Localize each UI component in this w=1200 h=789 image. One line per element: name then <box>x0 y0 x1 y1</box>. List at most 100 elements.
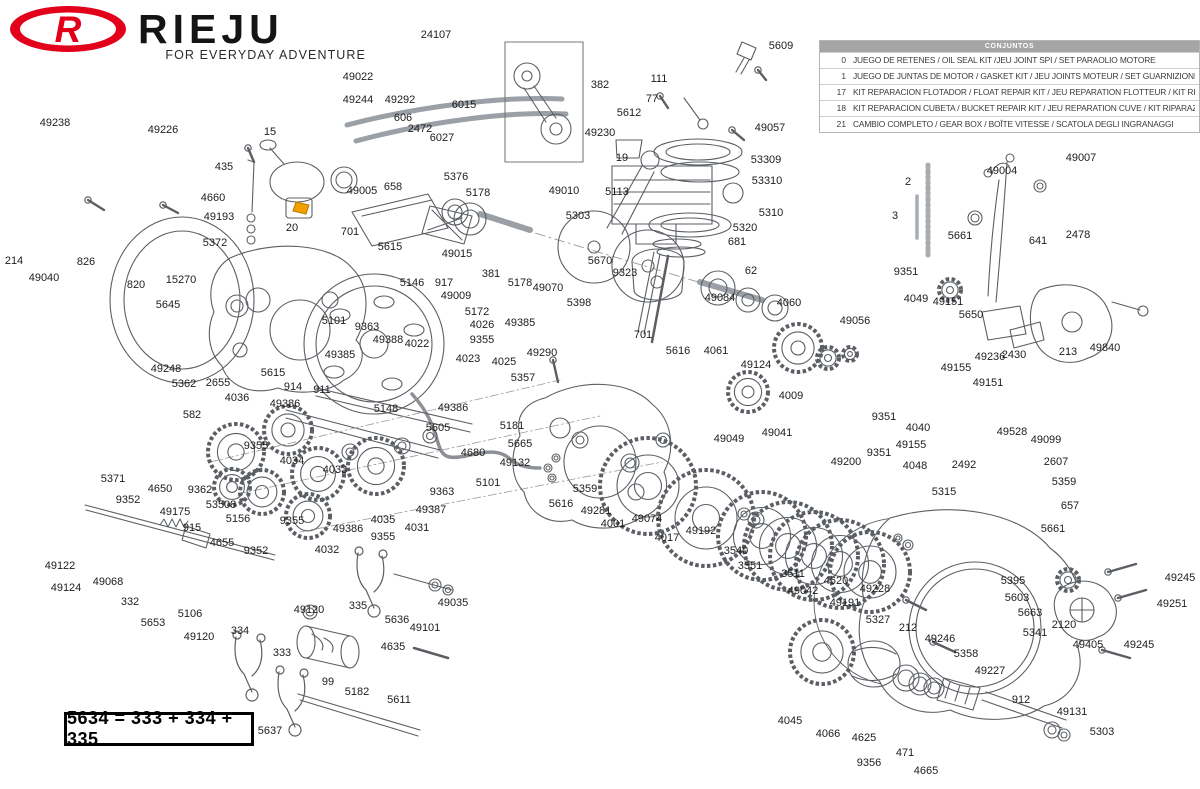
part-number-label: 4660 <box>200 192 226 204</box>
part-number-label: 5148 <box>373 403 399 415</box>
part-number-label: 49175 <box>159 506 191 518</box>
part-number-label: 49192 <box>685 525 717 537</box>
part-number-label: 435 <box>214 161 234 173</box>
part-number-label: 5615 <box>260 367 286 379</box>
part-number-label: 49056 <box>839 315 871 327</box>
part-number-label: 5661 <box>947 230 973 242</box>
kit-description: KIT REPARACION CUBETA / BUCKET REPAIR KI… <box>853 103 1195 113</box>
part-number-label: 912 <box>1011 694 1031 706</box>
part-number-label: 5113 <box>605 186 629 198</box>
part-number-label: 49386 <box>437 402 469 414</box>
part-number-label: 49049 <box>713 433 745 445</box>
part-number-label: 4049 <box>903 293 929 305</box>
part-number-label: 657 <box>1060 500 1080 512</box>
part-number-label: 5101 <box>475 477 501 489</box>
part-number-label: 5376 <box>443 171 469 183</box>
part-number-label: 49004 <box>986 165 1018 177</box>
part-number-label: 2478 <box>1065 229 1091 241</box>
part-number-label: 6027 <box>429 132 455 144</box>
part-number-label: 5615 <box>377 241 403 253</box>
part-number-label: 5327 <box>865 614 891 626</box>
part-number-label: 4650 <box>147 483 173 495</box>
part-number-label: 49385 <box>504 317 536 329</box>
part-number-label: 5605 <box>425 422 451 434</box>
part-number-label: 49193 <box>203 211 235 223</box>
part-number-label: 49040 <box>28 272 60 284</box>
part-number-label: 9363 <box>354 321 380 333</box>
part-number-label: 5609 <box>768 40 794 52</box>
part-number-label: 49386 <box>332 523 364 535</box>
part-number-label: 335 <box>348 600 368 612</box>
part-number-label: 2655 <box>205 377 231 389</box>
part-number-label: 4033 <box>322 464 348 476</box>
part-number-label: 9355 <box>469 334 495 346</box>
part-number-label: 49200 <box>830 456 862 468</box>
part-number-label: 20 <box>285 222 299 234</box>
part-number-label: 333 <box>272 647 292 659</box>
part-number-label: 5357 <box>510 372 536 384</box>
part-number-label: 4031 <box>404 522 430 534</box>
part-number-label: 5303 <box>1089 726 1115 738</box>
part-number-label: 914 <box>283 381 303 393</box>
part-number-label: 5359 <box>1051 476 1077 488</box>
part-number-label: 911 <box>313 384 331 396</box>
part-number-label: 53310 <box>751 175 783 187</box>
part-number-label: 826 <box>76 256 96 268</box>
kit-description: JUEGO DE JUNTAS DE MOTOR / GASKET KIT / … <box>853 71 1195 81</box>
part-number-label: 5650 <box>958 309 984 321</box>
part-number-label: 4635 <box>380 641 406 653</box>
part-number-label: 2492 <box>951 459 977 471</box>
part-number-label: 111 <box>650 73 668 85</box>
part-number-label: 49009 <box>440 290 472 302</box>
part-number-label: 49386 <box>269 398 301 410</box>
part-number-label: 4035 <box>370 514 396 526</box>
part-number-label: 382 <box>590 79 610 91</box>
part-number-label: 9323 <box>612 267 638 279</box>
assembly-formula-text: 5634 = 333 + 334 + 335 <box>67 708 233 749</box>
part-number-label: 4625 <box>851 732 877 744</box>
part-number-label: 9351 <box>871 411 897 423</box>
part-number-label: 5178 <box>465 187 491 199</box>
part-number-label: 9351 <box>866 447 892 459</box>
part-number-label: 49120 <box>183 631 215 643</box>
part-number-label: 49022 <box>342 71 374 83</box>
logo-r-glyph: R <box>55 9 82 50</box>
part-number-label: 5653 <box>140 617 166 629</box>
part-number-label: 9355 <box>243 440 269 452</box>
part-number-label: 5670 <box>587 255 613 267</box>
part-number-label: 15 <box>263 126 277 138</box>
part-number-label: 701 <box>633 329 653 341</box>
part-number-label: 334 <box>230 625 250 637</box>
part-number-label: 24107 <box>420 29 452 41</box>
part-number-label: 5612 <box>616 107 642 119</box>
part-number-label: 332 <box>120 596 140 608</box>
part-number-label: 213 <box>1058 346 1078 358</box>
part-number-label: 2430 <box>1001 349 1027 361</box>
part-number-label: 4034 <box>279 455 305 467</box>
part-number-label: 5181 <box>499 420 525 432</box>
part-number-label: 49101 <box>409 622 441 634</box>
part-number-label: 5398 <box>566 297 592 309</box>
part-number-label: 49074 <box>631 513 663 525</box>
part-number-label: 4032 <box>314 544 340 556</box>
part-number-label: 5371 <box>100 473 126 485</box>
part-number-label: 9352 <box>115 494 141 506</box>
part-number-label: 49405 <box>1072 639 1104 651</box>
part-number-label: 49281 <box>580 505 612 517</box>
part-number-label: 49057 <box>754 122 786 134</box>
part-number-label: 5172 <box>464 306 490 318</box>
part-number-label: 5182 <box>344 686 370 698</box>
part-number-label: 49290 <box>526 347 558 359</box>
part-number-label: 915 <box>182 522 202 534</box>
part-number-label: 53309 <box>750 154 782 166</box>
part-number-label: 53508 <box>205 499 237 511</box>
part-number-label: 5616 <box>548 498 574 510</box>
part-number-label: 4045 <box>777 715 803 727</box>
part-number-label: 658 <box>383 181 403 193</box>
part-number-label: 5178 <box>507 277 533 289</box>
part-number-label: 49155 <box>940 362 972 374</box>
part-number-label: 15270 <box>165 274 197 286</box>
